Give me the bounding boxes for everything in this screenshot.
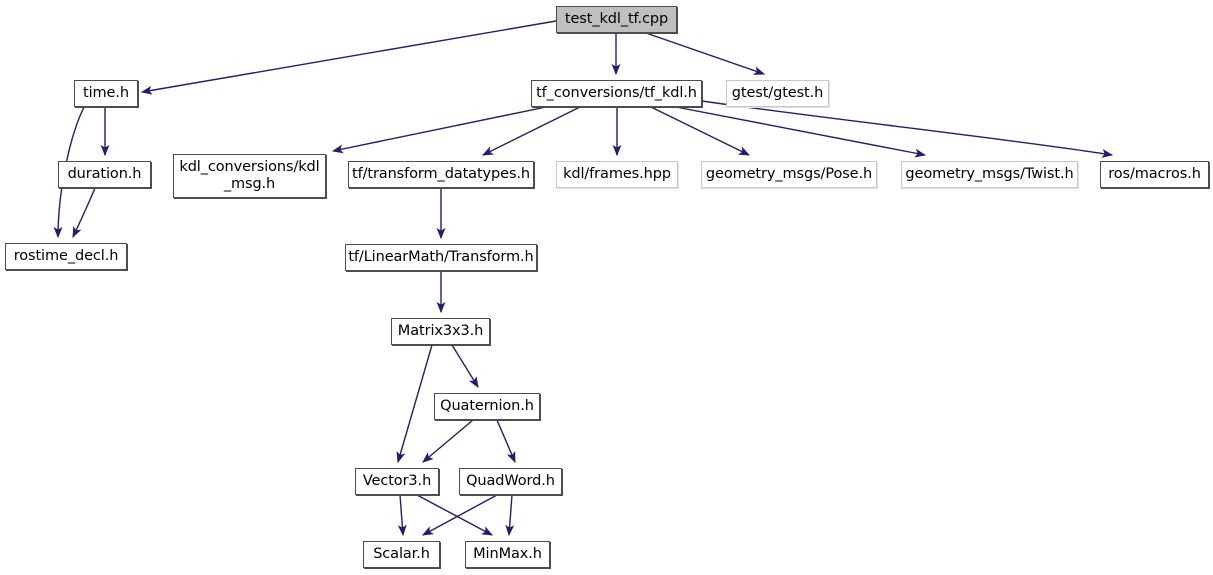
edge-tf_kdl_h-to-geom_twist_h (675, 106, 927, 158)
graph-node-geom_pose_h[interactable]: geometry_msgs/Pose.h (701, 161, 877, 188)
graph-node-rostime_decl_h[interactable]: rostime_decl.h (5, 243, 127, 270)
edge-quadword_h-to-minmax_h (505, 494, 515, 537)
graph-node-transform_datatypes[interactable]: tf/transform_datatypes.h (348, 161, 534, 188)
edge-tf_kdl_h-to-ros_macros_h (701, 100, 1114, 158)
graph-node-scalar_h[interactable]: Scalar.h (363, 541, 440, 568)
edge-quadword_h-to-scalar_h (422, 494, 498, 536)
edge-duration_h-to-rostime_decl_h (72, 187, 96, 239)
edge-quaternion_h-to-vector3_h (422, 419, 474, 463)
edge-test_kdl_tf-to-gtest_h (645, 32, 766, 75)
graph-node-time_h[interactable]: time.h (74, 80, 138, 107)
graph-node-kdl_frames_hpp[interactable]: kdl/frames.hpp (556, 161, 678, 188)
graph-node-tf_kdl_h[interactable]: tf_conversions/tf_kdl.h (531, 80, 702, 107)
graph-node-gtest_h[interactable]: gtest/gtest.h (726, 80, 829, 107)
edge-matrix3x3_h-to-vector3_h (396, 344, 433, 464)
graph-node-kdl_msg_h[interactable]: kdl_conversions/kdl _msg.h (173, 154, 326, 198)
graph-node-quaternion_h[interactable]: Quaternion.h (434, 393, 540, 420)
graph-node-minmax_h[interactable]: MinMax.h (465, 541, 550, 568)
edge-tf_kdl_h-to-geom_pose_h (650, 106, 751, 156)
graph-node-matrix3x3_h[interactable]: Matrix3x3.h (391, 318, 490, 345)
edge-quaternion_h-to-quadword_h (496, 419, 516, 464)
edge-tf_kdl_h-to-kdl_msg_h (331, 106, 547, 154)
edge-vector3_h-to-minmax_h (416, 494, 493, 536)
graph-node-test_kdl_tf[interactable]: test_kdl_tf.cpp (556, 6, 677, 33)
edge-tf_kdl_h-to-transform_datatypes (481, 106, 581, 156)
edge-matrix3x3_h-to-quaternion_h (451, 344, 479, 388)
edge-vector3_h-to-scalar_h (397, 494, 407, 537)
graph-node-vector3_h[interactable]: Vector3.h (355, 468, 439, 495)
graph-node-quadword_h[interactable]: QuadWord.h (459, 468, 562, 495)
graph-node-ros_macros_h[interactable]: ros/macros.h (1100, 161, 1209, 188)
edge-test_kdl_tf-to-time_h (140, 20, 557, 95)
graph-node-lm_transform_h[interactable]: tf/LinearMath/Transform.h (345, 244, 537, 271)
graph-node-duration_h[interactable]: duration.h (58, 161, 151, 188)
graph-node-geom_twist_h[interactable]: geometry_msgs/Twist.h (901, 161, 1078, 188)
